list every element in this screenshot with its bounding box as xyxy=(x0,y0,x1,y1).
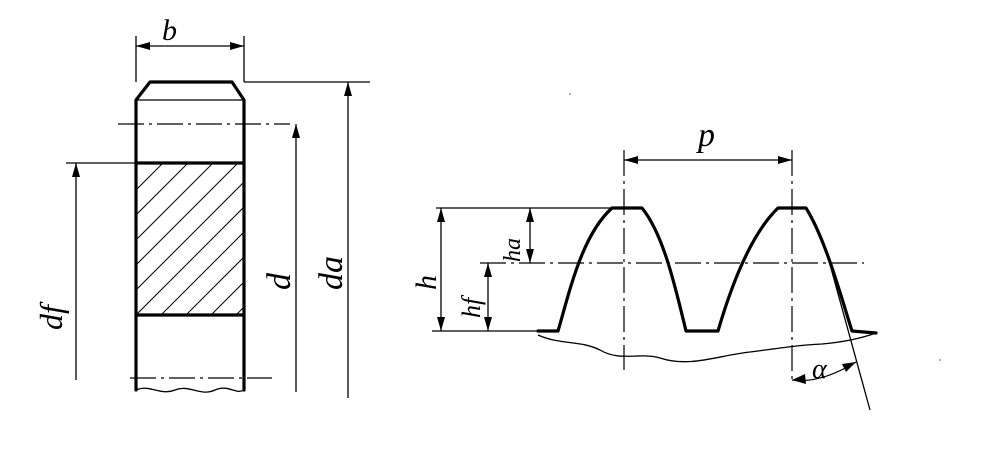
pressure-angle-line xyxy=(825,249,871,411)
dedendum-label: hf xyxy=(457,294,486,318)
addendum-arrow-bottom xyxy=(526,249,534,263)
gear-body-outline xyxy=(134,80,246,392)
width-arrow-right xyxy=(230,42,244,50)
tooth-profile-view: p h ha hf α xyxy=(410,117,878,411)
width-label: b xyxy=(162,14,177,47)
pitch-label: p xyxy=(696,117,715,154)
pitch-arrow-right xyxy=(778,156,792,164)
addendum-arrow-top xyxy=(526,208,534,222)
gear-section-view: b df d da xyxy=(33,14,370,398)
pitch-arrow-left xyxy=(624,156,638,164)
height-arrow-top xyxy=(437,208,445,222)
tip-diameter-label: da xyxy=(313,256,350,290)
speck-mark xyxy=(939,359,941,361)
height-label: h xyxy=(410,275,443,290)
height-arrow-bottom xyxy=(437,317,445,331)
root-diameter-label: df xyxy=(33,301,69,330)
speck-mark xyxy=(569,93,571,95)
pressure-angle-arrow-left xyxy=(792,374,806,384)
root-diameter-arrow xyxy=(72,163,80,177)
pressure-angle-arrow-right xyxy=(842,362,856,372)
tip-diameter-arrow xyxy=(344,82,352,96)
pitch-diameter-label: d xyxy=(261,272,298,290)
body-break-line xyxy=(537,332,877,363)
dedendum-arrow-top xyxy=(484,263,492,277)
pressure-angle-label: α xyxy=(812,354,828,385)
tooth-profile-outline xyxy=(536,206,878,335)
dedendum-arrow-bottom xyxy=(484,317,492,331)
width-arrow-left xyxy=(136,42,150,50)
break-line xyxy=(135,387,245,393)
hatch-lines xyxy=(136,163,244,315)
pitch-diameter-arrow xyxy=(292,124,300,138)
addendum-label: ha xyxy=(500,238,526,262)
